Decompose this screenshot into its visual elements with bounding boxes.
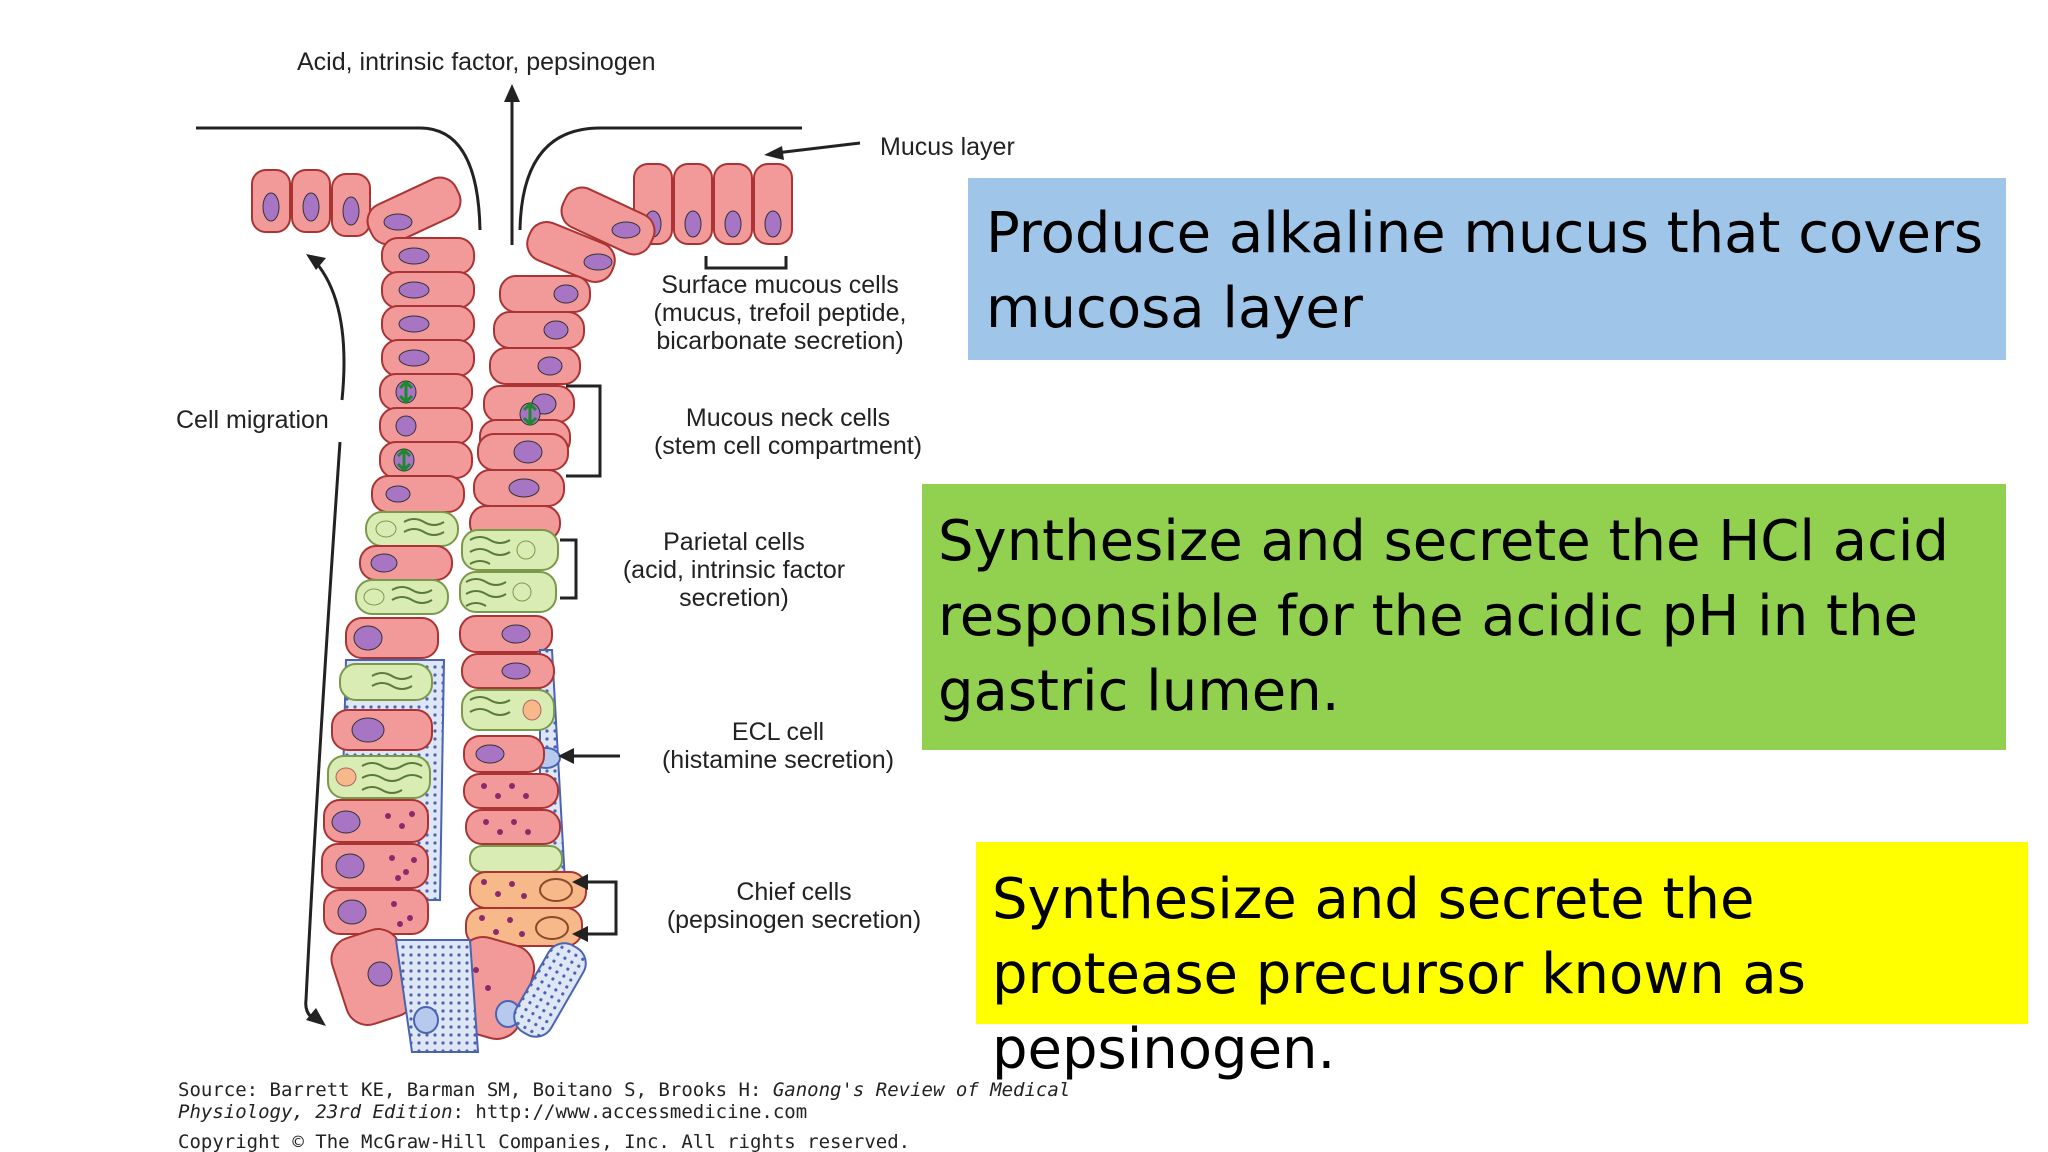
hcl-callout: Synthesize and secrete the HCl acid resp…: [922, 484, 2006, 750]
chief-label: Chief cells (pepsinogen secretion): [667, 878, 921, 934]
svg-text:(pepsinogen secretion): (pepsinogen secretion): [667, 906, 921, 934]
mucous-neck-label: Mucous neck cells (stem cell compartment…: [654, 404, 922, 460]
svg-text:(acid, intrinsic factor: (acid, intrinsic factor: [623, 556, 845, 584]
pepsinogen-callout-text: Synthesize and secrete the protease prec…: [992, 867, 1806, 1083]
mucus-layer-right: [518, 126, 802, 231]
mucus-pointer: [775, 141, 861, 155]
mucus-layer-left: [196, 126, 482, 231]
source-line-2: Physiology, 23rd Edition: http://www.acc…: [178, 1101, 807, 1123]
migration-arrow-down: [304, 441, 342, 1024]
svg-text:(mucus, trefoil peptide,: (mucus, trefoil peptide,: [654, 299, 907, 327]
svg-text:Mucous neck cells: Mucous neck cells: [686, 404, 890, 432]
mucus-layer-label: Mucus layer: [880, 133, 1015, 161]
svg-text:(histamine secretion): (histamine secretion): [662, 746, 894, 774]
gastric-gland-diagram: Acid, intrinsic factor, pepsinogen Mucus…: [176, 48, 1070, 1152]
surface-cells-left: [251, 169, 462, 246]
gland-right-column: [394, 275, 591, 1053]
ecl-label: ECL cell (histamine secretion): [662, 718, 894, 774]
mucus-callout: Produce alkaline mucus that covers mucos…: [968, 178, 2006, 360]
svg-text:Chief cells: Chief cells: [736, 878, 851, 906]
mucus-callout-text: Produce alkaline mucus that covers mucos…: [986, 201, 1984, 342]
pepsinogen-callout: Synthesize and secrete the protease prec…: [976, 842, 2028, 1082]
gland-left-column: [321, 237, 475, 1026]
secretion-label: Acid, intrinsic factor, pepsinogen: [297, 48, 656, 76]
svg-text:secretion): secretion): [679, 584, 789, 612]
neck-cells-bracket: [566, 384, 602, 478]
svg-text:ECL cell: ECL cell: [732, 718, 824, 746]
source-line-1: Source: Barrett KE, Barman SM, Boitano S…: [178, 1079, 1070, 1101]
surface-cells-bracket: [704, 256, 788, 270]
hcl-callout-text: Synthesize and secrete the HCl acid resp…: [938, 509, 1949, 725]
copyright-line: Copyright © The McGraw-Hill Companies, I…: [178, 1131, 910, 1152]
chief-bracket: [584, 880, 618, 936]
svg-text:Parietal cells: Parietal cells: [663, 528, 805, 556]
svg-text:bicarbonate secretion): bicarbonate secretion): [656, 327, 903, 355]
parietal-bracket: [560, 538, 578, 600]
migration-arrow-up: [310, 256, 346, 401]
cell-migration-label: Cell migration: [176, 406, 329, 434]
parietal-label: Parietal cells (acid, intrinsic factor s…: [623, 528, 845, 612]
surface-mucous-label: Surface mucous cells (mucus, trefoil pep…: [654, 271, 907, 355]
surface-cells-right: [526, 163, 793, 283]
svg-text:(stem cell compartment): (stem cell compartment): [654, 432, 922, 460]
svg-text:Surface mucous cells: Surface mucous cells: [661, 271, 899, 299]
secretion-arrowhead: [504, 84, 520, 102]
